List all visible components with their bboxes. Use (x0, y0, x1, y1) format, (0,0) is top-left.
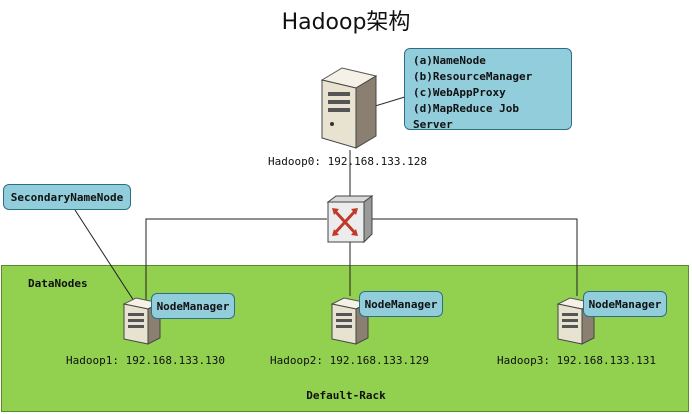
server-icon (320, 67, 378, 149)
hadoop1-host-label: Hadoop1: 192.168.133.130 (66, 354, 225, 367)
secondary-namenode-callout: SecondaryNameNode (3, 184, 131, 210)
switch-icon (326, 195, 374, 244)
bus-right-line (372, 218, 578, 296)
hadoop2-nodemanager-callout: NodeManager (359, 291, 443, 317)
role-namenode: (a)NameNode (413, 54, 486, 67)
role-webappproxy: (c)WebAppProxy (413, 86, 506, 99)
role-mapreduce-job-server: (d)MapReduce Job Server (413, 102, 519, 131)
master-roles-callout: (a)NameNode (b)ResourceManager (c)WebApp… (404, 48, 572, 131)
datanodes-label: DataNodes (28, 277, 88, 290)
hadoop3-host-label: Hadoop3: 192.168.133.131 (497, 354, 656, 367)
hadoop3-nodemanager-callout: NodeManager (583, 291, 667, 317)
hadoop0-host-label: Hadoop0: 192.168.133.128 (268, 155, 427, 168)
default-rack-label: Default-Rack (306, 389, 386, 402)
bus-left-line (145, 218, 327, 305)
role-resourcemanager: (b)ResourceManager (413, 70, 533, 83)
hadoop1-nodemanager-callout: NodeManager (151, 293, 235, 319)
hadoop2-host-label: Hadoop2: 192.168.133.129 (270, 354, 429, 367)
diagram-title: Hadoop架构 (281, 10, 411, 35)
